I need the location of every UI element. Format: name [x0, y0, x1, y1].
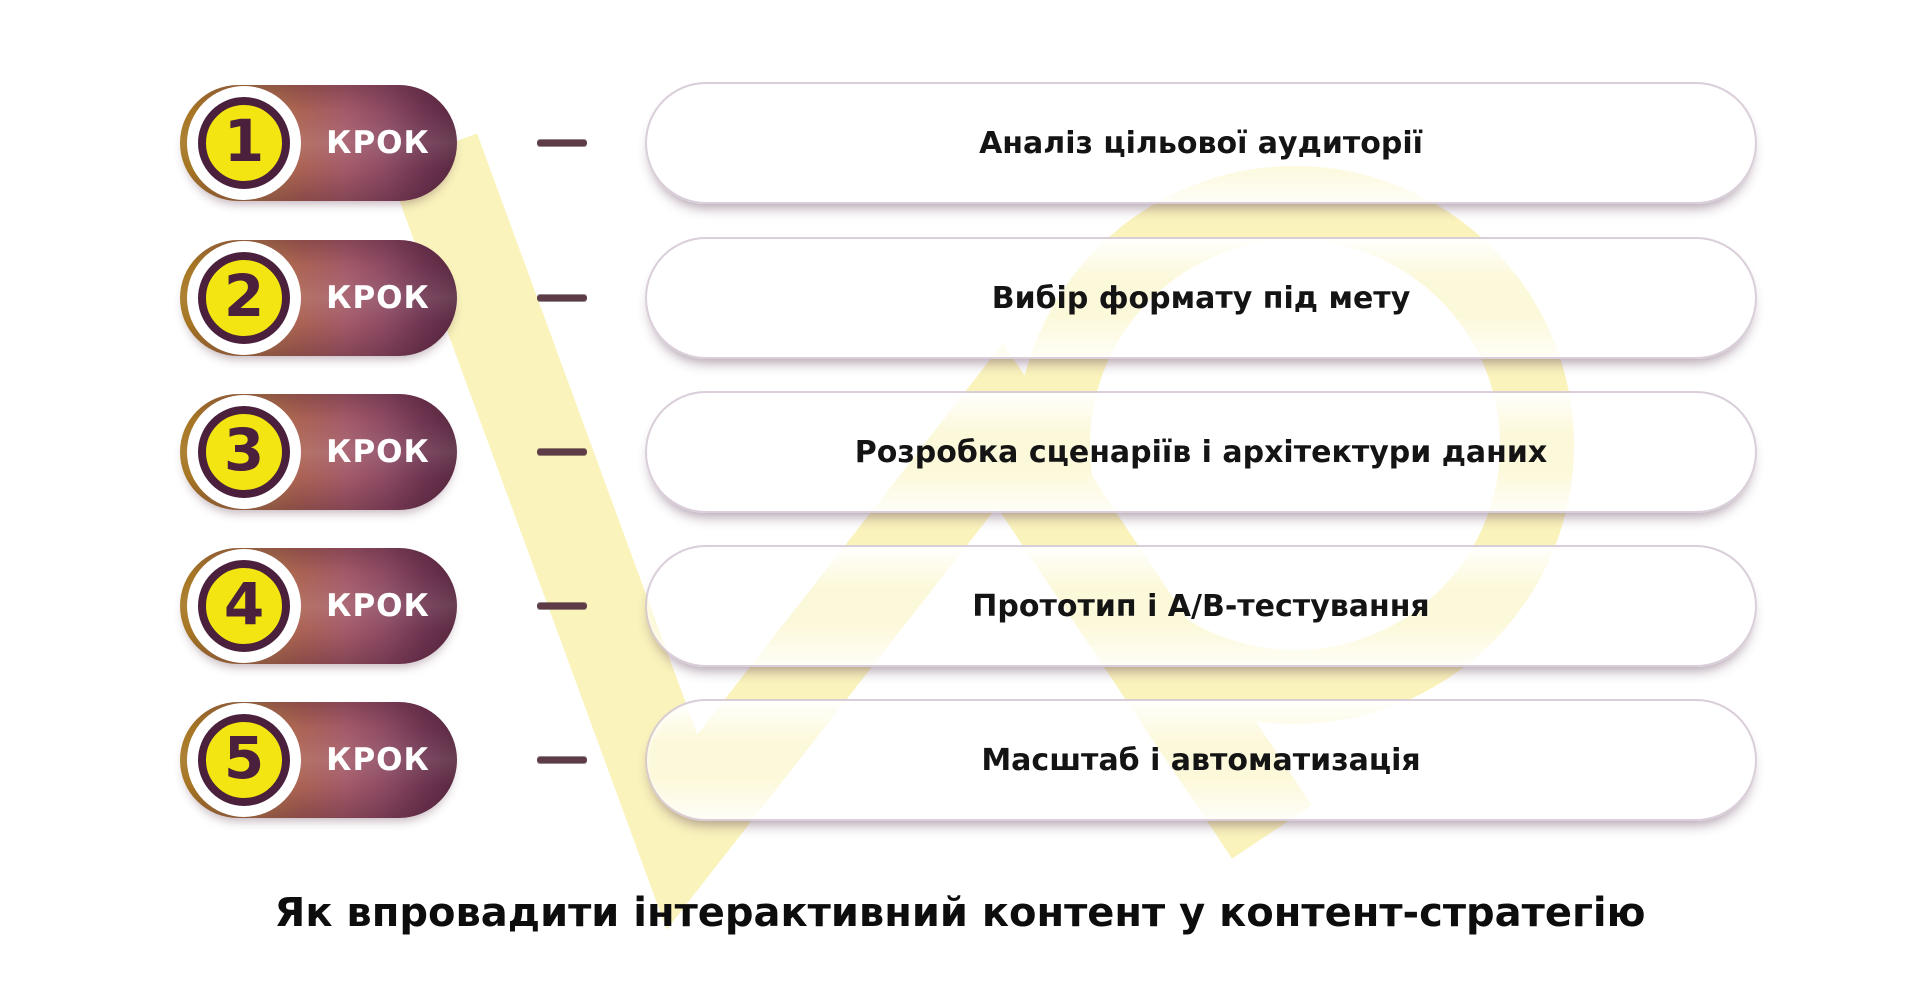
step-text: Масштаб і автоматизація: [981, 742, 1421, 778]
step-badge: 4 КРОК: [180, 548, 457, 664]
step-number: 3: [223, 416, 265, 484]
step-text-pill: Вибір формату під мету: [645, 237, 1757, 359]
connector-dash: [537, 757, 587, 763]
step-number-circle: 5: [198, 714, 290, 806]
step-text: Вибір формату під мету: [991, 280, 1411, 316]
step-number: 5: [223, 724, 265, 792]
step-text: Аналіз цільової аудиторії: [979, 125, 1423, 161]
step-label: КРОК: [326, 742, 430, 778]
step-number-circle: 1: [198, 97, 290, 189]
step-badge: 1 КРОК: [180, 85, 457, 201]
step-number: 4: [223, 570, 265, 638]
step-row: 5 КРОК Масштаб і автоматизація: [0, 699, 1920, 821]
step-number: 2: [223, 262, 265, 330]
step-row: 3 КРОК Розробка сценаріїв і архітектури …: [0, 391, 1920, 513]
step-row: 1 КРОК Аналіз цільової аудиторії: [0, 82, 1920, 204]
step-number: 1: [223, 107, 265, 175]
step-badge: 3 КРОК: [180, 394, 457, 510]
step-label: КРОК: [326, 434, 430, 470]
step-badge: 5 КРОК: [180, 702, 457, 818]
connector-dash: [537, 295, 587, 301]
step-label: КРОК: [326, 280, 430, 316]
step-row: 4 КРОК Прототип і A/B-тестування: [0, 545, 1920, 667]
connector-dash: [537, 140, 587, 146]
step-text: Прототип і A/B-тестування: [972, 588, 1430, 624]
step-label: КРОК: [326, 125, 430, 161]
step-number-circle: 2: [198, 252, 290, 344]
step-text-pill: Аналіз цільової аудиторії: [645, 82, 1757, 204]
step-text: Розробка сценаріїв і архітектури даних: [854, 434, 1548, 470]
step-label: КРОК: [326, 588, 430, 624]
step-row: 2 КРОК Вибір формату під мету: [0, 237, 1920, 359]
step-badge: 2 КРОК: [180, 240, 457, 356]
connector-dash: [537, 603, 587, 609]
step-text-pill: Масштаб і автоматизація: [645, 699, 1757, 821]
step-number-circle: 4: [198, 560, 290, 652]
connector-dash: [537, 449, 587, 455]
step-text-pill: Розробка сценаріїв і архітектури даних: [645, 391, 1757, 513]
step-text-pill: Прототип і A/B-тестування: [645, 545, 1757, 667]
page-title: Як впровадити інтерактивний контент у ко…: [274, 890, 1646, 936]
step-number-circle: 3: [198, 406, 290, 498]
